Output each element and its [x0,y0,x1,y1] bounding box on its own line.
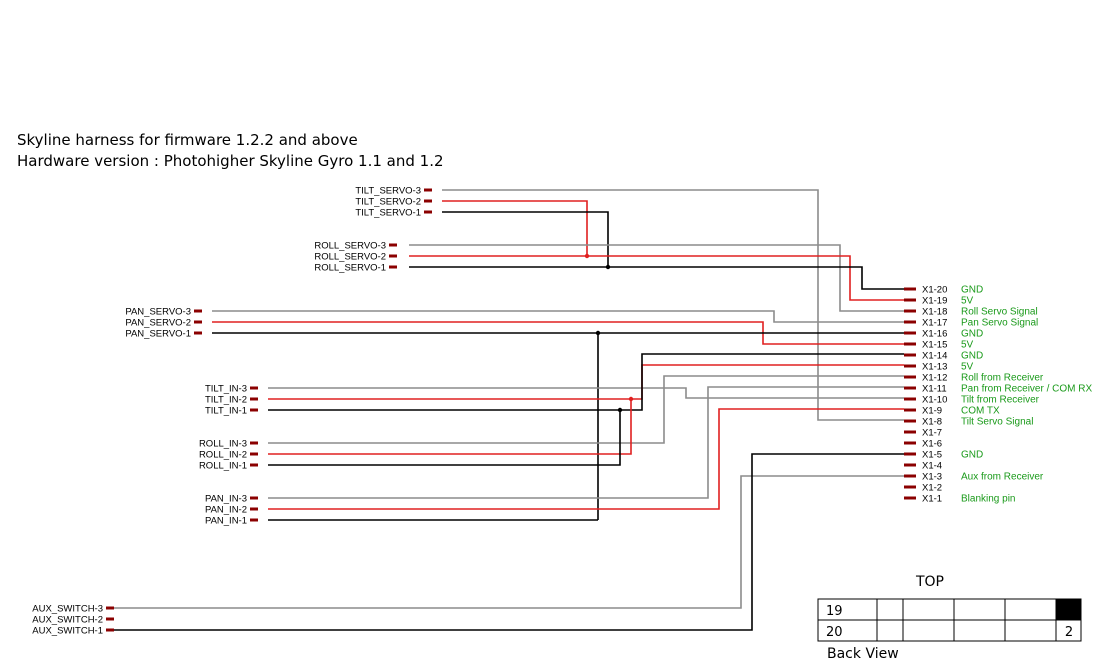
red-wire [409,255,904,301]
connector-pin-label: X1-14 [922,351,947,362]
gray-wire [113,475,904,609]
connector-top-label: TOP [915,574,944,590]
connector-pin-label: X1-16 [922,329,947,340]
left-pin-label: ROLL_IN-3 [199,439,247,450]
connector-pin-function: COM TX [961,406,1000,417]
connector-pin-label: X1-15 [922,340,947,351]
wire-junction-dot [584,253,590,259]
connector-pin-function: Aux from Receiver [961,472,1044,483]
connector-pin-label: X1-19 [922,296,947,307]
connector-pin-label: X1-5 [922,450,942,461]
left-pin-label: PAN_SERVO-1 [125,329,191,340]
connector-pin-function: Tilt Servo Signal [961,417,1033,428]
diagram-title: Skyline harness for firmware 1.2.2 and a… [17,131,358,149]
gray-wire [268,375,904,444]
red-wire [268,399,632,455]
left-pin-label: TILT_SERVO-2 [355,197,421,208]
black-wire [409,266,904,290]
wire-junction-dot [628,396,634,402]
connector-pin-function: 5V [961,296,974,307]
left-pin-label: TILT_IN-1 [205,406,247,417]
connector-pin-function: GND [961,351,983,362]
connector-pin-label: X1-1 [922,494,942,505]
left-pin-label: AUX_SWITCH-2 [32,615,103,626]
connector-pin-function: 5V [961,340,974,351]
black-wire [442,211,609,267]
left-pin-label: ROLL_IN-1 [199,461,247,472]
wire-junction-dot [605,264,611,270]
connector-pin-label: X1-9 [922,406,942,417]
connector-pin-function: GND [961,329,983,340]
connector-pin-2: 2 [1065,625,1073,640]
connector-pin-function: Tilt from Receiver [961,395,1040,406]
connector-pin-function: Roll Servo Signal [961,307,1038,318]
connector-pin-function: Blanking pin [961,494,1015,505]
connector-pin-function: Pan Servo Signal [961,318,1038,329]
red-wire [268,364,904,400]
hardware-version: Hardware version : Photohigher Skyline G… [17,152,444,170]
pin1-marker [1056,599,1081,620]
connector-pin-label: X1-4 [922,461,942,472]
connector-pin-label: X1-20 [922,285,947,296]
connector-pin-label: X1-11 [922,384,947,395]
gray-wire [442,189,904,421]
connector-pin-label: X1-3 [922,472,942,483]
left-pin-label: TILT_SERVO-1 [355,208,421,219]
left-pin-label: TILT_IN-3 [205,384,247,395]
connector-pin-label: X1-7 [922,428,942,439]
left-pin-label: AUX_SWITCH-1 [32,626,103,637]
connector-pin-function: Pan from Receiver / COM RX [961,384,1092,395]
connector-pin-1: 1 [1065,604,1073,619]
connector-pin-function: GND [961,285,983,296]
connector-pin-function: Roll from Receiver [961,373,1044,384]
left-pin-label: PAN_IN-3 [205,494,247,505]
left-pin-label: ROLL_SERVO-3 [314,241,386,252]
gray-wire [268,387,904,399]
black-wire [268,410,621,466]
gray-wire [212,310,904,323]
left-pin-label: ROLL_SERVO-1 [314,263,386,274]
left-pin-label: PAN_SERVO-2 [125,318,191,329]
wire-junction-dot [617,407,623,413]
wires-layer [113,189,904,631]
gray-wire [409,244,904,312]
connector-pin-label: X1-12 [922,373,947,384]
left-pin-label: TILT_IN-2 [205,395,247,406]
red-wire [442,200,588,256]
left-pin-label: ROLL_IN-2 [199,450,247,461]
connector-pin-label: X1-6 [922,439,942,450]
wire-junction-dot [595,330,601,336]
connector-pin-label: X1-17 [922,318,947,329]
connector-pin-20: 20 [826,625,843,640]
connector-pin-function: 5V [961,362,974,373]
connector-pin-label: X1-13 [922,362,947,373]
connector-pin-19: 19 [826,604,843,619]
connector-pin-label: X1-2 [922,483,942,494]
left-pin-label: PAN_IN-2 [205,505,247,516]
left-pin-label: AUX_SWITCH-3 [32,604,103,615]
left-pins-layer: TILT_SERVO-3TILT_SERVO-2TILT_SERVO-1ROLL… [32,186,432,637]
black-wire [268,353,904,411]
connector-pin-label: X1-8 [922,417,942,428]
gray-wire [268,386,904,499]
red-wire [268,408,904,510]
left-pin-label: PAN_SERVO-3 [125,307,191,318]
black-wire [113,453,904,631]
connector-pin-label: X1-18 [922,307,947,318]
left-pin-label: TILT_SERVO-3 [355,186,421,197]
connector-back-view-label: Back View [827,646,899,662]
left-pin-label: PAN_IN-1 [205,516,247,527]
left-pin-label: ROLL_SERVO-2 [314,252,386,263]
connector-pin-label: X1-10 [922,395,947,406]
connector-pin-function: GND [961,450,983,461]
